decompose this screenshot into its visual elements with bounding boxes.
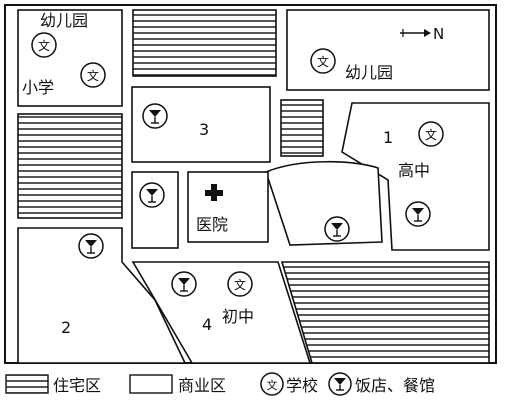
- zone-1-highschool: [341, 102, 490, 251]
- area-number-2: 2: [61, 318, 71, 337]
- restaurant-icon-small-block: [139, 182, 165, 208]
- school-icon-ne-kindergarten: 文: [310, 48, 336, 74]
- hospital-cross-icon: [205, 184, 223, 201]
- compass-arrow-east-icon: [400, 29, 431, 37]
- label-high-school: 高中: [398, 161, 430, 180]
- svg-text:文: 文: [87, 68, 99, 83]
- legend: 住宅区 商业区 文 学校 饭店、餐馆: [5, 372, 435, 396]
- area-number-3: 3: [199, 120, 209, 139]
- residential-small: [280, 99, 324, 157]
- area-number-1: 1: [383, 128, 393, 147]
- block-middle-curve: [265, 160, 383, 246]
- svg-text:文: 文: [317, 54, 329, 69]
- zone-3-commercial: [131, 86, 271, 163]
- label-primary-school: 小学: [22, 78, 54, 97]
- svg-text:文: 文: [38, 38, 50, 53]
- svg-text:文: 文: [234, 277, 246, 292]
- legend-residential-label: 住宅区: [53, 376, 101, 395]
- compass-label: N: [433, 25, 444, 43]
- residential-bottom-right: [280, 261, 490, 364]
- label-kindergarten-ne: 幼儿园: [345, 63, 393, 82]
- school-icon-nw-kindergarten: 文: [31, 32, 57, 58]
- svg-text:文: 文: [425, 127, 437, 142]
- svg-text:文: 文: [267, 378, 278, 392]
- legend-commercial-swatch: [129, 374, 173, 394]
- residential-left: [17, 113, 123, 219]
- restaurant-icon-zone2: [78, 233, 104, 259]
- legend-commercial-label: 商业区: [178, 376, 226, 395]
- label-junior-high: 初中: [222, 307, 254, 326]
- legend-residential-swatch: [5, 374, 49, 394]
- label-hospital: 医院: [196, 215, 228, 234]
- block-nw-school: [17, 9, 123, 107]
- legend-school-icon: 文: [260, 372, 284, 396]
- residential-top: [132, 9, 277, 77]
- school-icon-junior-high: 文: [227, 271, 253, 297]
- area-number-4: 4: [202, 315, 212, 334]
- school-icon-primary: 文: [80, 62, 106, 88]
- label-kindergarten-nw: 幼儿园: [40, 11, 88, 30]
- legend-restaurant-icon: [328, 372, 352, 396]
- restaurant-icon-zone3: [142, 103, 168, 129]
- block-hospital: [187, 171, 269, 243]
- legend-school-label: 学校: [286, 376, 318, 395]
- restaurant-icon-zone4: [171, 271, 197, 297]
- restaurant-icon-high-school: [405, 201, 431, 227]
- restaurant-icon-middle: [324, 216, 350, 242]
- legend-restaurant-label: 饭店、餐馆: [355, 376, 435, 395]
- school-icon-high-school: 文: [418, 121, 444, 147]
